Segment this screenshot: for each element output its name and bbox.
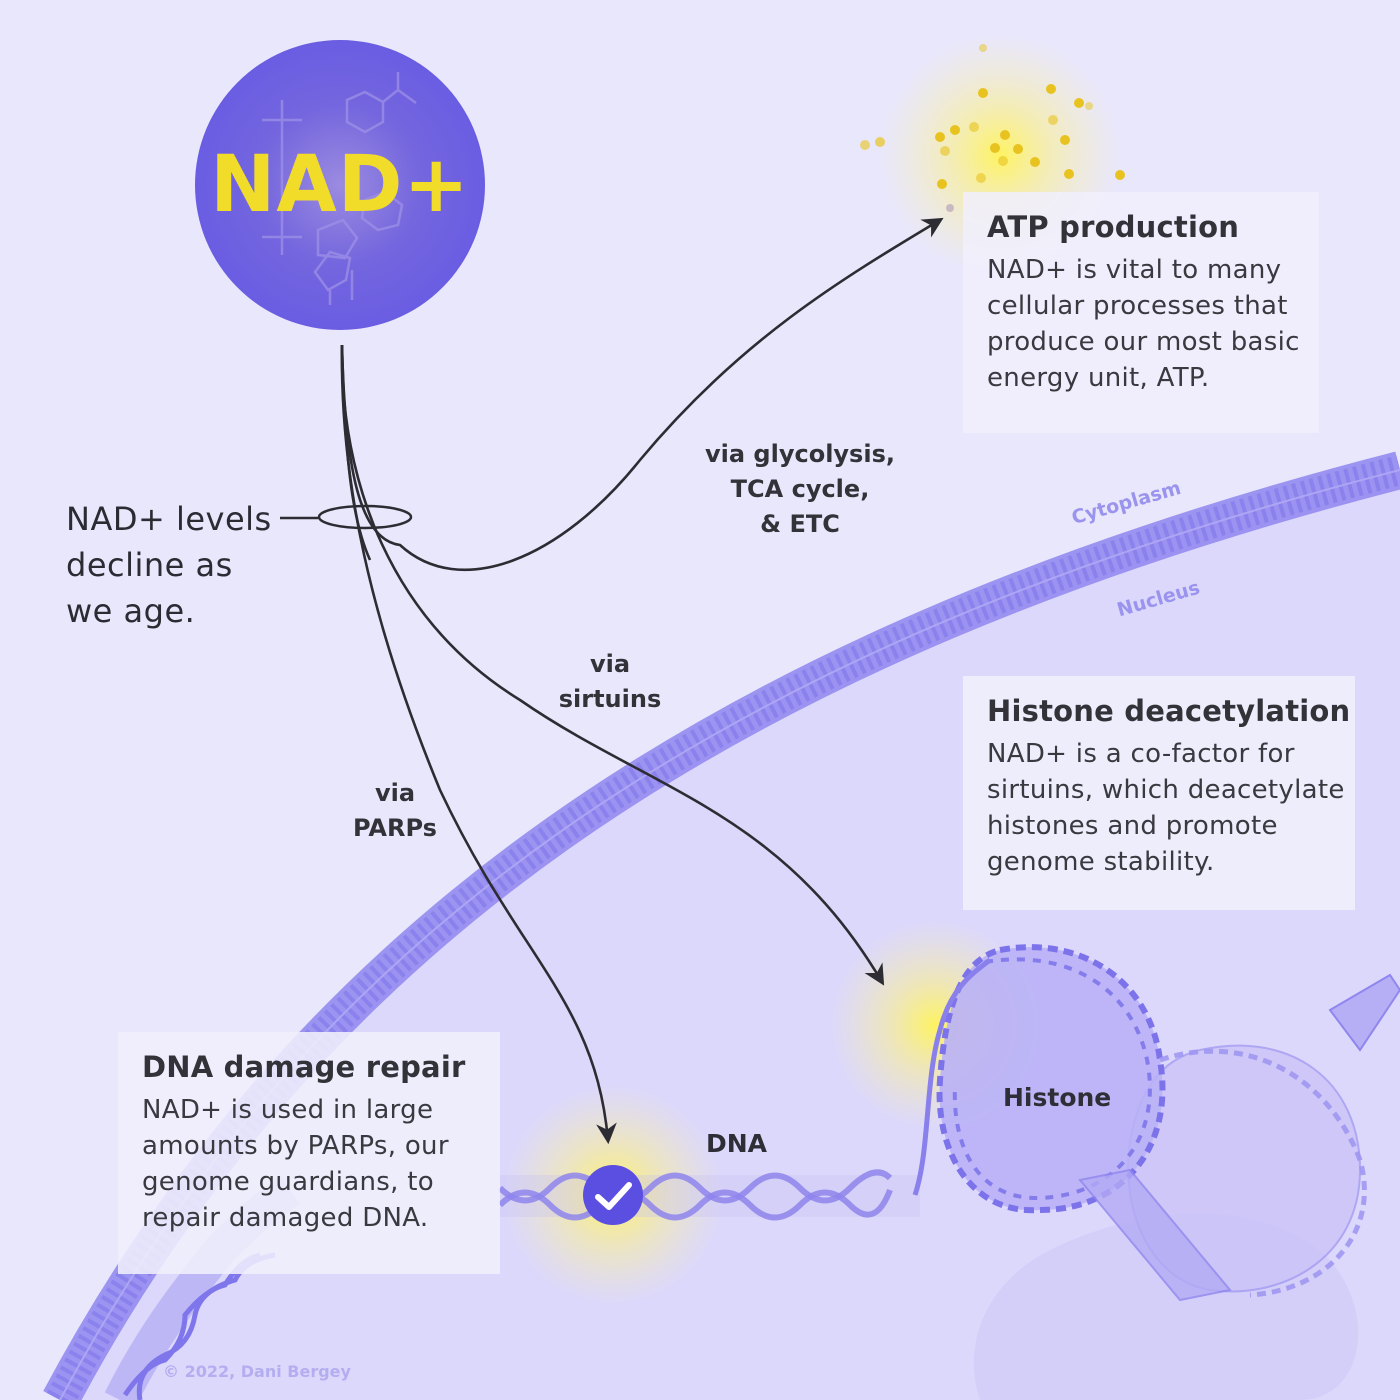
arrow-atp <box>340 217 944 571</box>
pathway-label-parps: via PARPs <box>335 776 455 846</box>
repair-check-badge <box>583 1165 643 1225</box>
pathway-label-line: TCA cycle, <box>730 475 870 503</box>
nad-circle <box>195 40 485 330</box>
card-body-line: sirtuins, which deacetylate <box>987 775 1345 805</box>
card-body-line: cellular processes that <box>987 291 1288 321</box>
arrow-sirtuins <box>340 344 885 986</box>
pathway-label-line: & ETC <box>760 510 840 538</box>
decline-line: decline as <box>66 546 233 584</box>
card-body-line: NAD+ is vital to many <box>987 255 1282 285</box>
card-body-line: amounts by PARPs, our <box>142 1131 449 1161</box>
decline-ellipse <box>317 504 413 530</box>
pathway-label-line: via <box>374 779 416 807</box>
decline-line: NAD+ levels <box>66 500 272 538</box>
copyright: © 2022, Dani Bergey <box>163 1362 351 1381</box>
card-title: Histone deacetylation <box>987 694 1351 728</box>
card-body-line: energy unit, ATP. <box>987 363 1210 393</box>
dna-label: DNA <box>706 1129 768 1158</box>
card-body-line: produce our most basic <box>987 327 1300 357</box>
card-body-line: repair damaged DNA. <box>142 1203 429 1233</box>
card-body-line: genome stability. <box>987 847 1215 877</box>
card-title: ATP production <box>987 210 1240 244</box>
card-body-line: histones and promote <box>987 811 1278 841</box>
card-atp-production: ATP production NAD+ is vital to many cel… <box>963 192 1319 433</box>
decline-line: we age. <box>66 592 196 630</box>
nad-label: NAD+ <box>210 140 470 230</box>
card-body-line: NAD+ is a co-factor for <box>987 739 1295 769</box>
pathway-label-atp: via glycolysis, TCA cycle, & ETC <box>690 437 910 542</box>
card-dna-damage-repair: DNA damage repair NAD+ is used in large … <box>118 1032 500 1274</box>
nad-molecule-icon <box>262 72 417 305</box>
pathway-label-sirtuins: via sirtuins <box>540 647 680 717</box>
histone-label: Histone <box>1003 1083 1112 1112</box>
card-body-line: NAD+ is used in large <box>142 1095 434 1125</box>
checkmark-icon <box>595 1182 632 1210</box>
pathway-label-line: via <box>589 650 631 678</box>
card-title: DNA damage repair <box>142 1050 466 1084</box>
card-histone-deacetylation: Histone deacetylation NAD+ is a co-facto… <box>963 676 1355 910</box>
pathway-label-line: PARPs <box>353 814 437 842</box>
dna-strand <box>497 1169 920 1221</box>
pathway-label-line: sirtuins <box>558 685 662 713</box>
pathway-label-line: via glycolysis, <box>705 440 895 468</box>
card-body-line: genome guardians, to <box>142 1167 434 1197</box>
histone-cluster <box>912 944 1400 1400</box>
decline-note: NAD+ levels decline as we age. <box>66 496 272 634</box>
atp-particles <box>860 44 1125 212</box>
